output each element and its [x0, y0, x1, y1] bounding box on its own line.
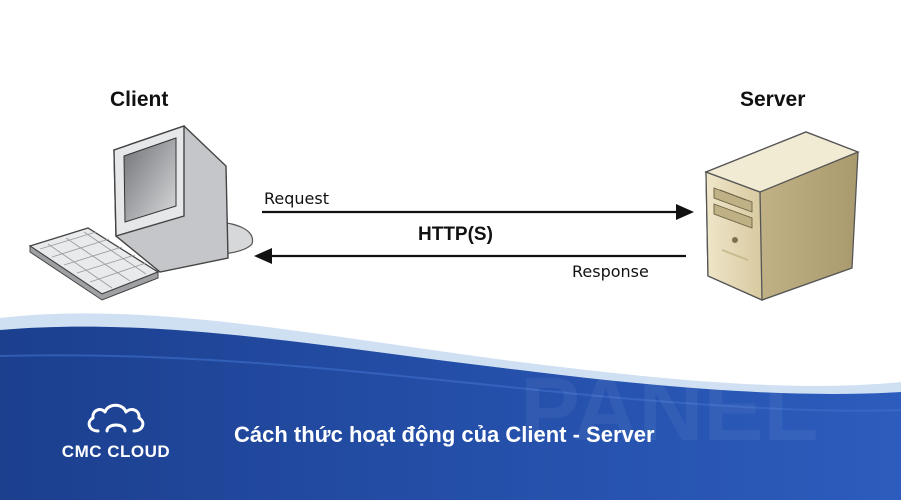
footer-banner: PANEL	[0, 313, 901, 500]
client-computer-icon	[28, 125, 254, 301]
svg-text:PANEL: PANEL	[520, 360, 818, 460]
page-caption: Cách thức hoạt động của Client - Server	[234, 422, 655, 447]
request-arrow	[262, 204, 694, 220]
brand-name: CMC CLOUD	[61, 442, 171, 461]
brand-logo: CMC CLOUD	[36, 401, 196, 462]
request-label: Request	[264, 189, 329, 208]
protocol-label: HTTP(S)	[418, 224, 493, 245]
server-label: Server	[740, 88, 806, 111]
client-label: Client	[110, 88, 169, 111]
response-label: Response	[572, 262, 649, 281]
cloud-logo-icon	[87, 403, 145, 433]
response-arrow	[254, 248, 686, 264]
server-tower-icon	[704, 131, 860, 302]
